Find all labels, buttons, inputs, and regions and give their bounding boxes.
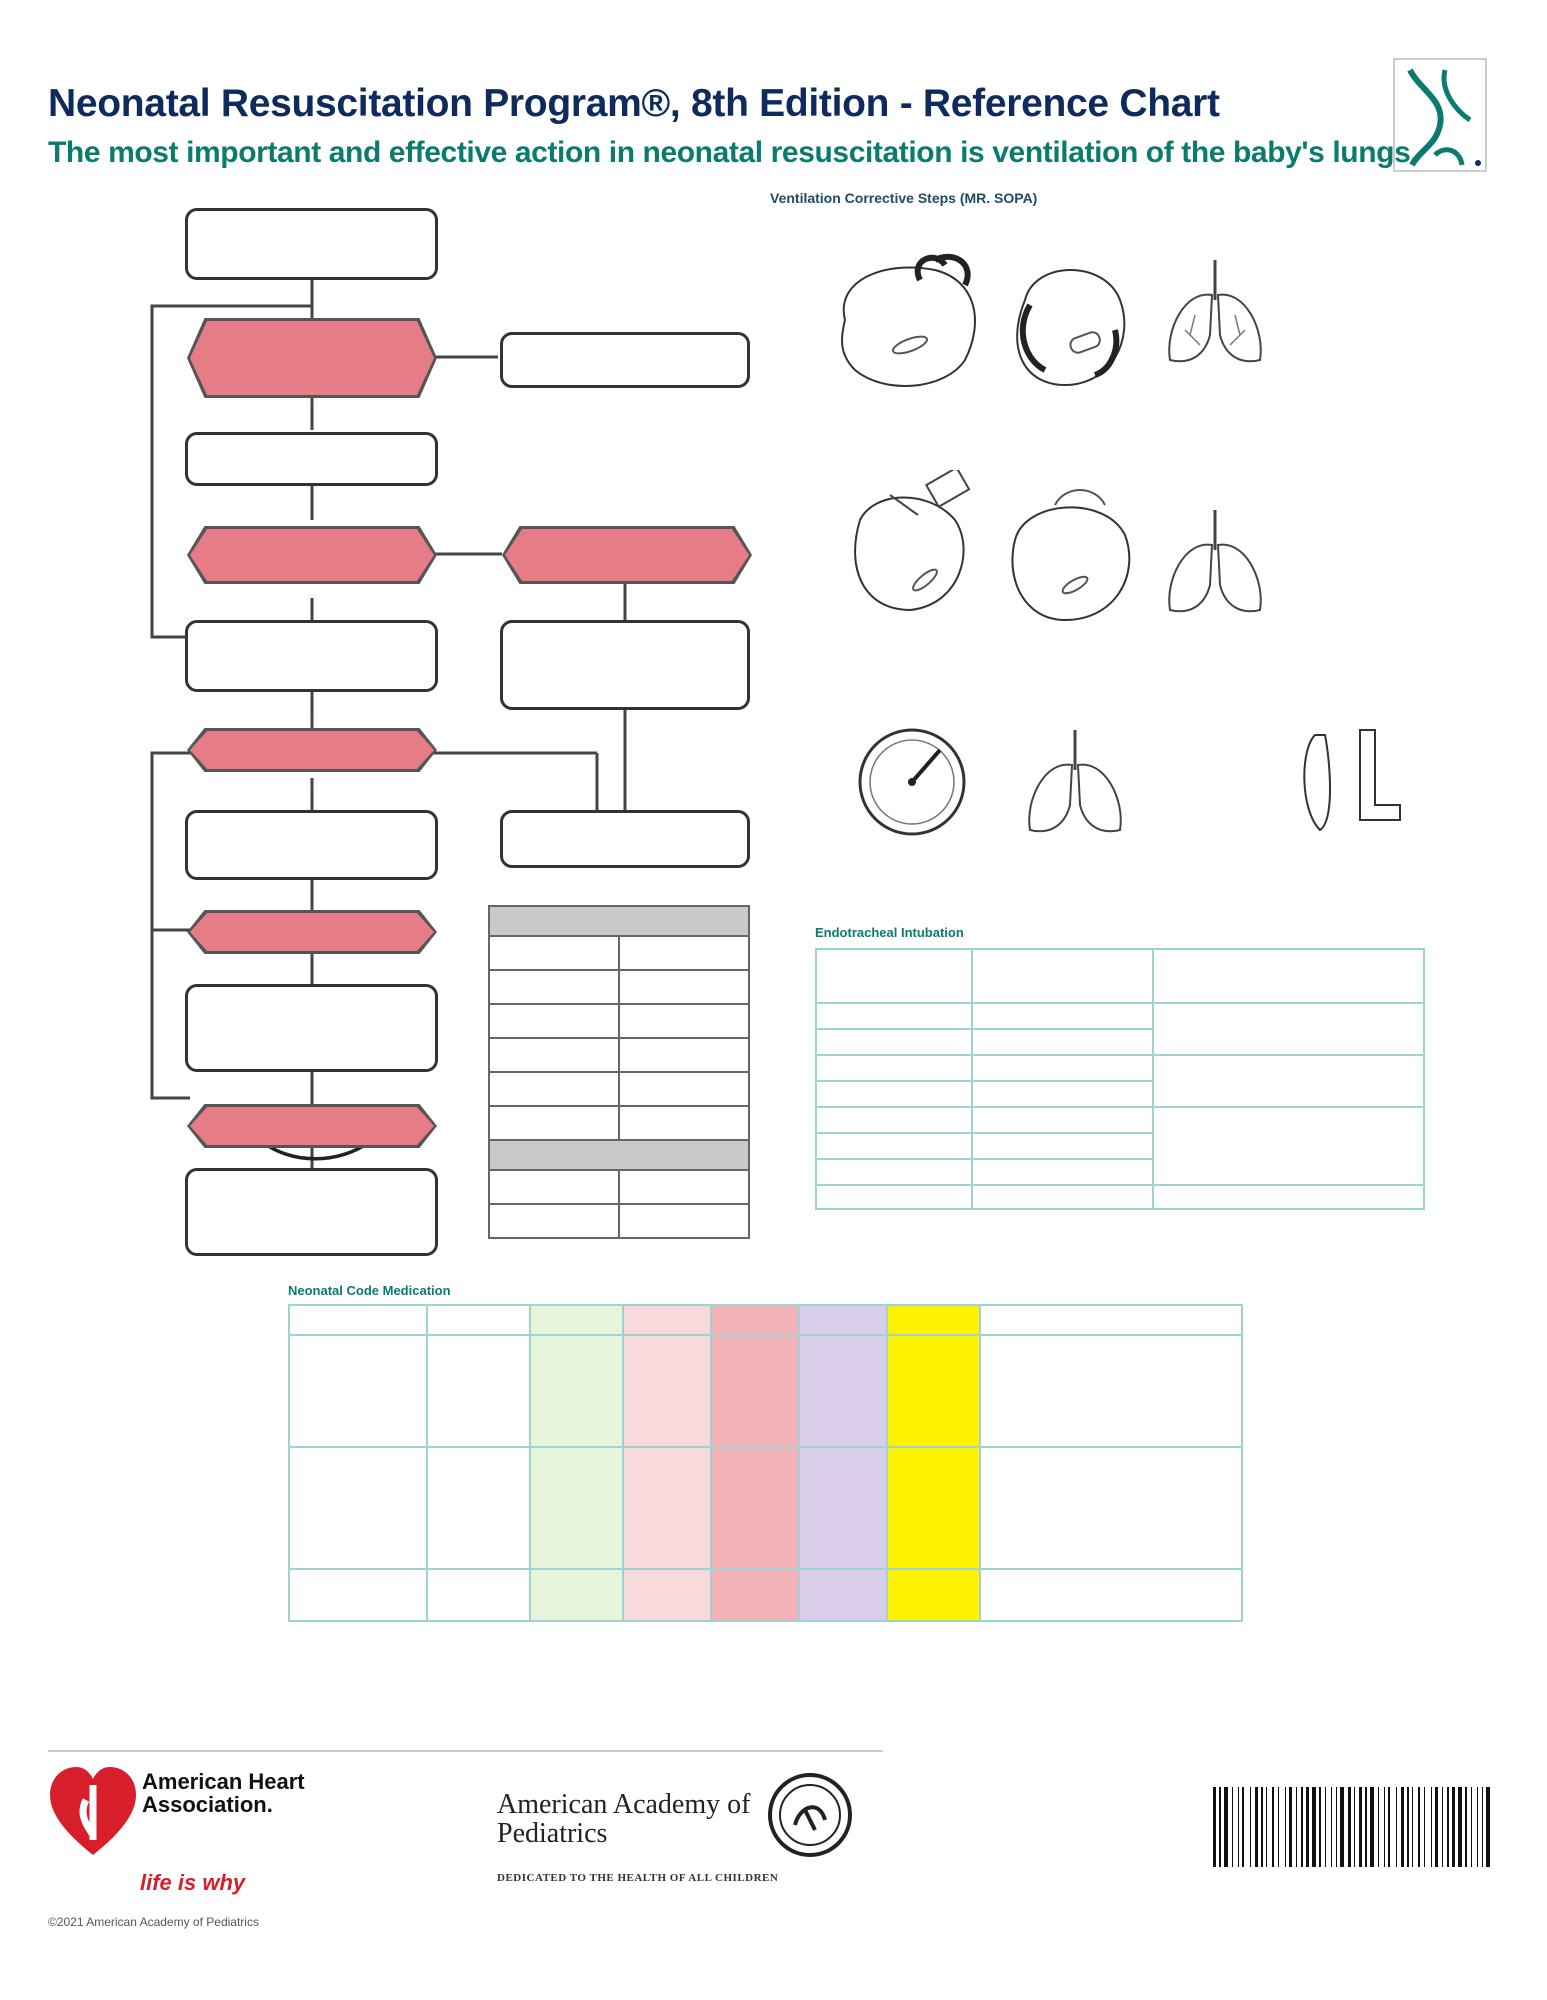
- barcode-icon: [1205, 1775, 1495, 1885]
- aap-tagline: DEDICATED TO THE HEALTH OF ALL CHILDREN: [497, 1872, 779, 1884]
- flow-antenatal-box: [185, 208, 438, 280]
- page-title: Neonatal Resuscitation Program®, 8th Edi…: [48, 82, 1220, 125]
- flow-ett-chest-compressions-box: [185, 984, 438, 1072]
- medication-table: [288, 1304, 1243, 1622]
- aha-tagline: life is why: [140, 1870, 246, 1895]
- aha-heart-logo-icon: [48, 1765, 138, 1860]
- page-subtitle: The most important and effective action …: [48, 136, 1419, 169]
- lungs-icon-3: [1028, 730, 1122, 833]
- flow-hr-below-60-hexagon: [190, 913, 434, 951]
- aap-seal-icon: [765, 1770, 855, 1860]
- aha-name: American Heart Association.: [142, 1769, 305, 1818]
- flow-iv-epinephrine-box: [185, 1168, 438, 1256]
- et-intubation-table: [815, 948, 1425, 1210]
- aap-name: American Academy of Pediatrics: [497, 1789, 751, 1850]
- flow-hr-below-60-repeat-hexagon: [190, 1107, 434, 1145]
- flow-check-ventilation-box: [185, 810, 438, 880]
- aap-logo-icon: [1390, 55, 1490, 175]
- pressure-gauge-icon: [858, 728, 966, 836]
- reposition-head-sketch: [1016, 269, 1126, 387]
- target-oxygen-table: [488, 905, 750, 1239]
- flow-routine-care-box: [500, 332, 750, 388]
- copyright: ©2021 American Academy of Pediatrics: [48, 1915, 259, 1929]
- flow-apnea-hexagon: [190, 529, 434, 581]
- flow-hr-below-100-hexagon: [190, 731, 434, 769]
- lungs-icon: [1168, 260, 1262, 363]
- open-mouth-sketch: [1011, 489, 1131, 622]
- flow-position-airway-box: [500, 620, 750, 710]
- footer-divider: [48, 1750, 883, 1752]
- flow-ppv-box: [185, 620, 438, 692]
- alternative-airway-sketch: [1303, 729, 1401, 832]
- flowchart-connectors: [150, 280, 627, 1176]
- lungs-icon-2: [1168, 510, 1262, 613]
- flow-post-resuscitation-box: [500, 810, 750, 868]
- flow-labored-breathing-hexagon: [505, 529, 749, 581]
- et-intubation-heading: Endotracheal Intubation: [815, 925, 964, 940]
- ventilation-heading: Ventilation Corrective Steps (MR. SOPA): [770, 190, 1038, 206]
- flow-warm-dry-box: [185, 432, 438, 486]
- flow-term-gestation-hexagon: [190, 321, 434, 395]
- suction-sketch: [854, 470, 971, 612]
- mask-adjustment-sketch: [841, 253, 976, 387]
- medication-heading: Neonatal Code Medication: [288, 1283, 451, 1298]
